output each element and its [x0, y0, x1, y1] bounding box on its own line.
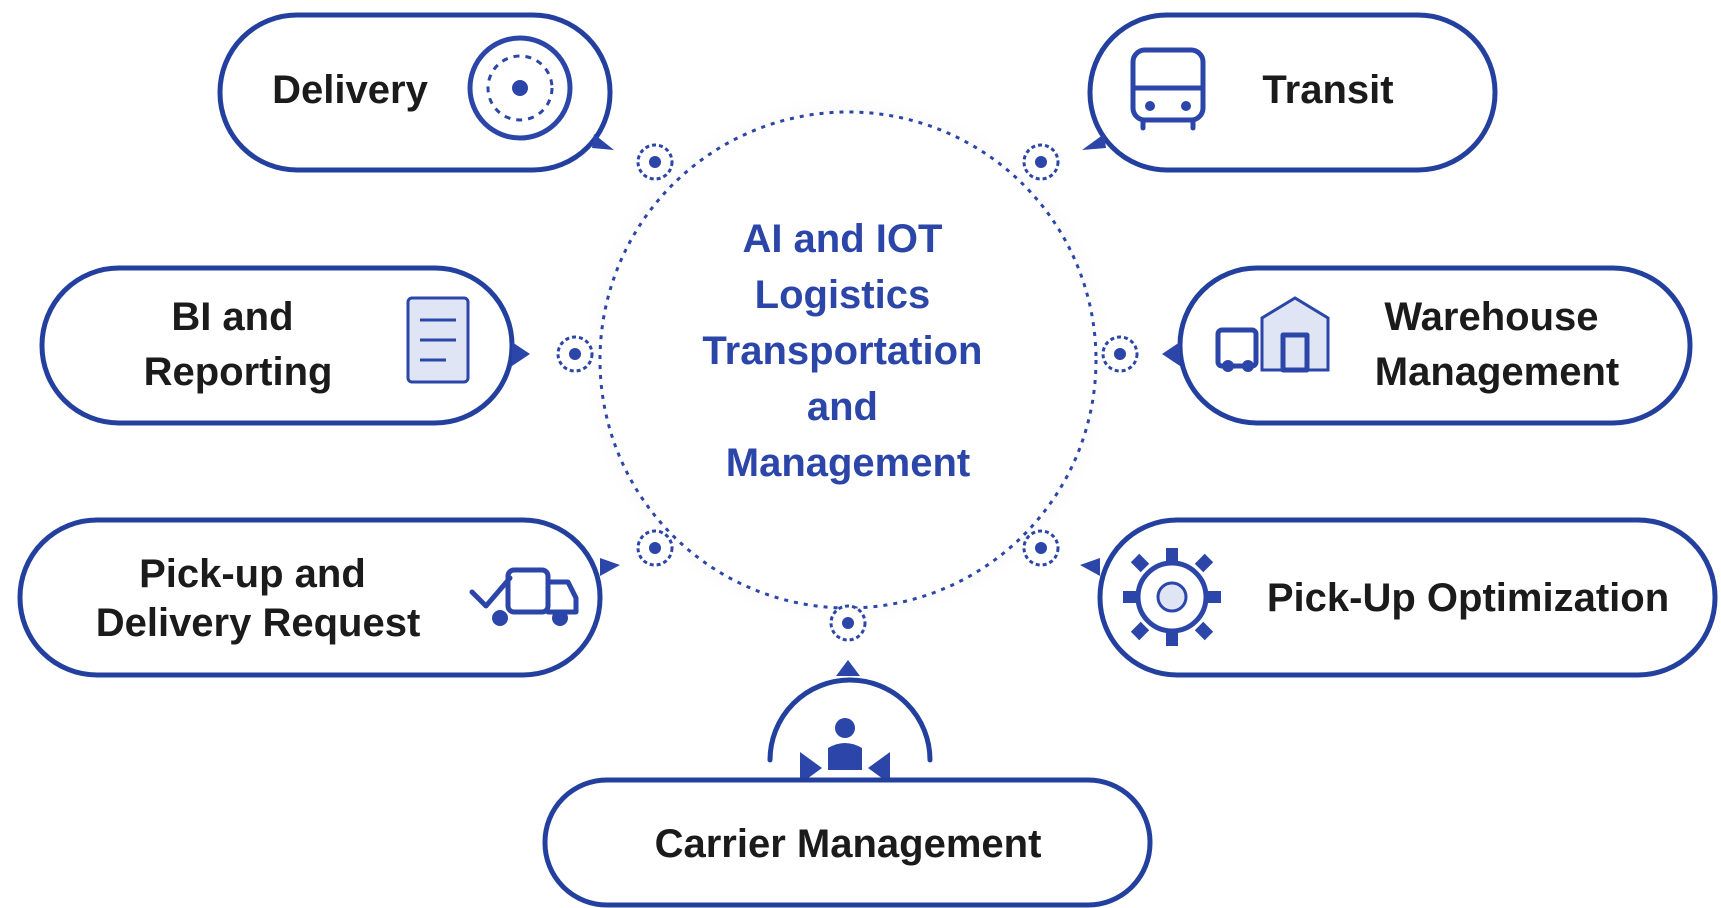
- hub-title-line-3: Transportation: [702, 329, 982, 373]
- node-bi-pointer: [512, 342, 530, 366]
- node-delivery-pointer: [592, 134, 614, 150]
- central-hub: AI and IOT Logistics Transportation and …: [580, 92, 1116, 628]
- bus-icon: [1130, 47, 1206, 131]
- node-pickup-request-pointer: [600, 558, 620, 576]
- node-carrier-pointer: [836, 660, 860, 676]
- node-transit-pointer: [1082, 134, 1106, 150]
- node-pickup-optimization: Pick-Up Optimization: [1080, 517, 1718, 678]
- node-bi-reporting: BI and Reporting: [39, 265, 530, 426]
- node-delivery-pill: [217, 12, 613, 173]
- connector-dot-warehouse: [1101, 335, 1139, 373]
- node-carrier-icon-arc: [767, 677, 933, 763]
- connector-dot-carrier: [829, 604, 867, 642]
- node-pickup-optimization-pointer: [1080, 558, 1100, 576]
- hub-title-line-1: AI and IOT: [742, 217, 942, 261]
- node-warehouse-management: Warehouse Management: [1162, 265, 1693, 426]
- node-transit-label: Transit: [1262, 68, 1393, 112]
- hub-title: AI and IOT Logistics Transportation and …: [702, 217, 993, 485]
- delivery-truck-check-icon: [469, 567, 579, 626]
- hub-connectors: [556, 143, 1139, 642]
- node-delivery: Delivery: [217, 12, 614, 173]
- node-bi-label: BI and Reporting: [144, 295, 333, 394]
- node-pickup-request-label: Pick-up and Delivery Request: [96, 552, 421, 645]
- node-carrier-management: Carrier Management: [542, 660, 1153, 908]
- node-transit: Transit: [1082, 12, 1498, 173]
- report-document-icon: [406, 296, 470, 384]
- hub-title-line-2: Logistics: [755, 273, 931, 317]
- node-warehouse-pointer: [1162, 342, 1180, 366]
- connector-dot-pickup-request: [636, 529, 674, 567]
- node-pickup-optimization-label: Pick-Up Optimization: [1267, 576, 1669, 620]
- warehouse-truck-icon: [1215, 296, 1330, 373]
- node-warehouse-label: Warehouse Management: [1375, 295, 1620, 394]
- hub-title-line-5: Management: [726, 441, 971, 485]
- node-delivery-label: Delivery: [272, 68, 428, 112]
- hub-title-line-4: and: [807, 385, 878, 429]
- connector-dot-pickup-optimization: [1022, 529, 1060, 567]
- node-pickup-request-pill: [17, 517, 603, 678]
- node-pickup-optimization-pill: [1097, 517, 1718, 678]
- node-carrier-pill: [542, 777, 1153, 908]
- connector-dot-bi: [556, 335, 594, 373]
- node-carrier-label: Carrier Management: [655, 822, 1042, 866]
- connector-dot-delivery: [636, 143, 674, 181]
- node-pickup-delivery-request: Pick-up and Delivery Request: [17, 517, 620, 678]
- hub-circle: [598, 110, 1098, 610]
- target-icon: [467, 35, 573, 141]
- node-transit-pill: [1087, 12, 1498, 173]
- gear-icon: [1123, 548, 1221, 646]
- connector-dot-transit: [1022, 143, 1060, 181]
